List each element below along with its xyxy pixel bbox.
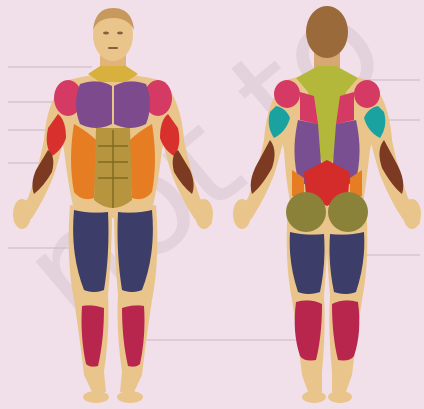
back-head	[306, 6, 348, 58]
front-right-hand	[195, 199, 213, 229]
back-right-hand	[403, 199, 421, 229]
back-left-foot	[302, 391, 326, 403]
back-right-foot	[328, 391, 352, 403]
back-left-deltoid	[274, 80, 300, 108]
back-left-hand	[233, 199, 251, 229]
front-right-pectoral	[114, 81, 150, 128]
front-left-foot	[83, 391, 109, 403]
front-right-foot	[117, 391, 143, 403]
back-right-deltoid	[354, 80, 380, 108]
front-left-pectoral	[76, 81, 112, 128]
back-right-gluteus	[328, 192, 368, 232]
back-left-gluteus	[286, 192, 326, 232]
front-left-hand	[13, 199, 31, 229]
